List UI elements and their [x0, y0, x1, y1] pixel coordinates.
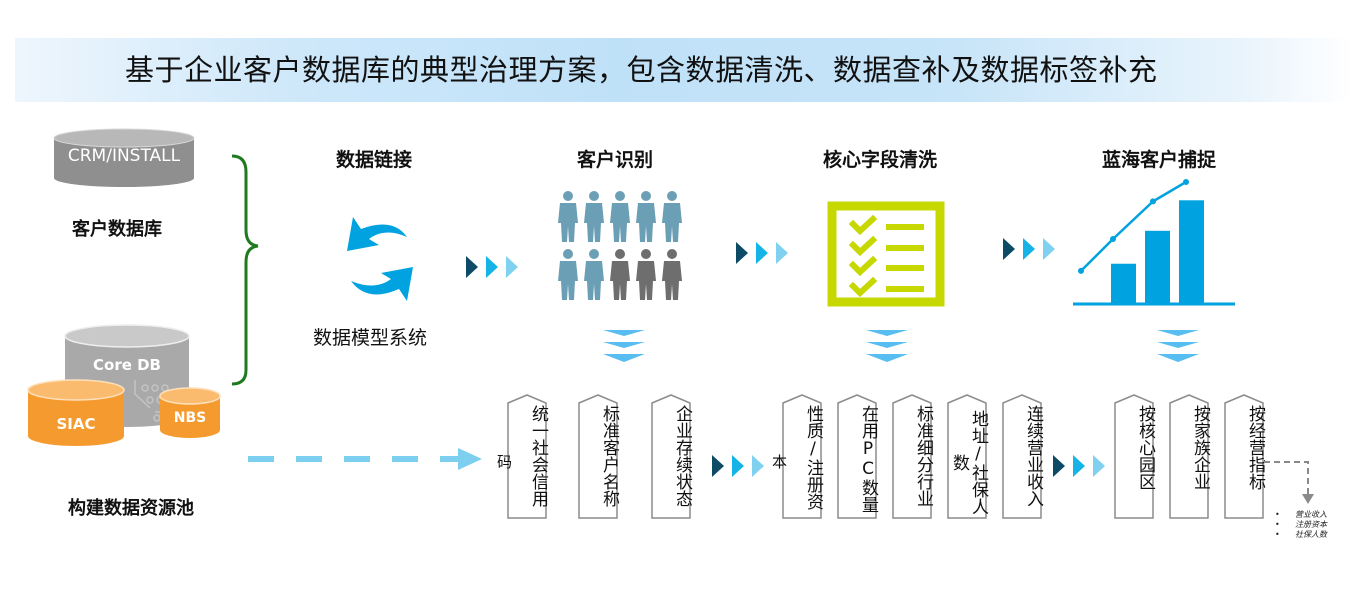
tag-label: 按经营指标 — [1245, 405, 1265, 490]
tag-unified-credit-code: 统一社会信用码 — [497, 393, 548, 519]
tag-label: 标准细分行业 — [913, 405, 933, 507]
crm-database-icon: CRM/INSTALL — [53, 128, 195, 188]
person-icon — [558, 249, 578, 300]
data-model-system-caption: 数据模型系统 — [313, 327, 428, 349]
chart-trend-line — [1080, 180, 1187, 272]
step-title-blue-ocean-capture: 蓝海客户捕捉 — [1102, 149, 1217, 171]
person-icon — [636, 191, 656, 242]
indicator-note: •营业收入 — [1275, 510, 1327, 519]
tag-label: 统一社会信用 — [528, 405, 548, 507]
step-title-customer-identification: 客户识别 — [577, 149, 654, 171]
people-group-icon — [555, 190, 690, 302]
title-banner: 基于企业客户数据库的典型治理方案，包含数据清洗、数据查补及数据标签补充 — [15, 38, 1353, 102]
checklist-icon — [827, 201, 945, 307]
indicator-note: •注册资本 — [1275, 520, 1327, 529]
chart-bar — [1145, 230, 1170, 304]
person-icon — [636, 249, 656, 300]
crm-database-label: CRM/INSTALL — [67, 146, 181, 166]
chart-bar — [1179, 200, 1204, 304]
tag-standard-industry: 标准细分行业 — [892, 393, 933, 519]
person-icon — [584, 191, 604, 242]
tag-label: 性质/注册资 — [803, 405, 823, 510]
right-chevrons-icon — [1003, 238, 1059, 260]
tag-pc-count: 在用PC数量 — [837, 393, 878, 519]
chart-point — [1078, 267, 1084, 274]
tag-label: 标准客户名称 — [599, 405, 619, 507]
tag-label: 按家族企业 — [1190, 405, 1210, 490]
tag-label-overflow: 本 — [772, 453, 788, 471]
right-chevrons-icon — [712, 455, 768, 477]
nbs-label: NBS — [173, 410, 207, 426]
data-pool-database-cluster: Core DB SIAC NBS — [25, 318, 225, 448]
tag-standard-customer-name: 标准客户名称 — [578, 393, 619, 519]
tag-label: 企业存续状态 — [672, 405, 692, 507]
data-pool-caption: 构建数据资源池 — [68, 498, 194, 519]
right-chevrons-icon — [1053, 455, 1109, 477]
chart-point — [1150, 198, 1156, 205]
person-icon — [558, 191, 578, 242]
down-chevrons-icon — [866, 330, 908, 364]
tag-nature-registered-capital: 性质/注册资本 — [772, 393, 823, 519]
dashed-elbow-arrow-icon — [1264, 456, 1324, 506]
dashed-arrow-icon — [248, 448, 483, 470]
bracket-icon — [228, 150, 278, 390]
siac-label: SIAC — [56, 415, 96, 433]
tag-label: 在用PC数量 — [858, 405, 878, 513]
step-title-core-field-cleaning: 核心字段清洗 — [823, 149, 938, 171]
tag-address-social-security: 地址/社保人数 — [947, 393, 988, 519]
down-chevrons-icon — [603, 330, 645, 364]
person-icon — [584, 249, 604, 300]
sync-arrows-icon — [345, 215, 415, 305]
chart-point — [1110, 236, 1116, 242]
core-db-label: Core DB — [93, 356, 161, 374]
person-icon — [610, 191, 630, 242]
tag-label-overflow: 码 — [497, 453, 513, 471]
chart-point — [1183, 179, 1189, 185]
right-chevrons-icon — [466, 256, 522, 278]
right-chevrons-icon — [736, 242, 792, 264]
customer-database-caption: 客户数据库 — [72, 219, 162, 240]
growth-chart-icon — [1073, 178, 1238, 308]
indicator-notes-list: •营业收入 •注册资本 •社保人数 — [1275, 510, 1327, 540]
tag-label: 连续营业收入 — [1023, 405, 1043, 507]
tag-label: 地址/社保人数 — [949, 409, 988, 515]
tag-by-core-park: 按核心园区 — [1114, 393, 1155, 519]
tag-by-family-business: 按家族企业 — [1169, 393, 1210, 519]
indicator-note: •社保人数 — [1275, 530, 1327, 539]
tag-continuous-revenue: 连续营业收入 — [1002, 393, 1043, 519]
tag-business-status: 企业存续状态 — [651, 393, 692, 519]
tag-label: 按核心园区 — [1135, 405, 1155, 490]
person-icon — [662, 191, 682, 242]
step-title-data-linking: 数据链接 — [336, 149, 413, 171]
down-chevrons-icon — [1157, 330, 1199, 364]
page-title: 基于企业客户数据库的典型治理方案，包含数据清洗、数据查补及数据标签补充 — [125, 53, 1158, 87]
person-icon — [610, 249, 630, 300]
person-icon — [662, 249, 682, 300]
tag-by-operating-indicators: 按经营指标 — [1224, 393, 1265, 519]
chart-bar — [1111, 263, 1136, 304]
